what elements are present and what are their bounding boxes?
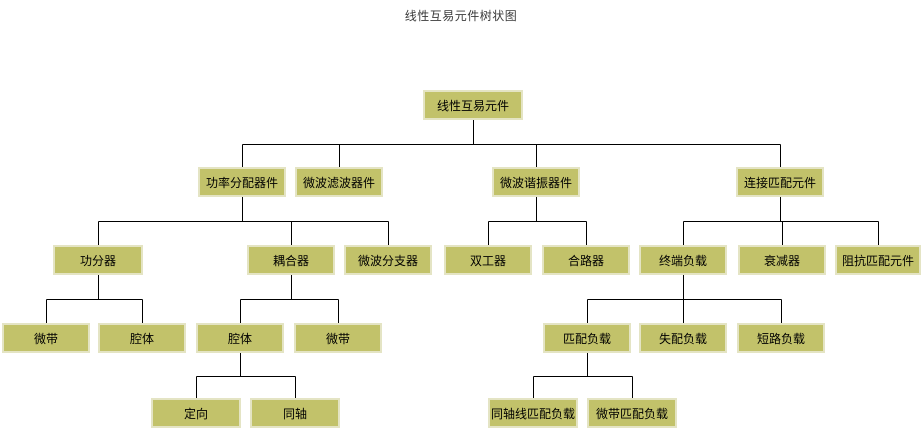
tree-node-coupler: 耦合器 [247, 245, 335, 275]
tree-node-cavity-2: 腔体 [196, 323, 284, 353]
tree-node-power-div: 功率分配器件 [198, 167, 286, 197]
tree-node-branch: 微波分支器 [344, 245, 432, 275]
tree-node-impedance: 阻抗匹配元件 [835, 245, 921, 275]
tree-node-microstrip-2: 微带 [294, 323, 382, 353]
tree-node-matched-load: 匹配负载 [543, 323, 631, 353]
tree-node-coaxial: 同轴 [250, 398, 340, 428]
tree-node-short-load: 短路负载 [737, 323, 825, 353]
tree-node-coax-matched: 同轴线匹配负载 [488, 398, 578, 428]
tree-node-microstrip-1: 微带 [2, 323, 90, 353]
tree-node-divider: 功分器 [53, 245, 143, 275]
tree-node-filter: 微波滤波器件 [295, 167, 383, 197]
tree-node-term-load: 终端负载 [639, 245, 727, 275]
tree-node-combiner: 合路器 [542, 245, 630, 275]
tree-node-connect-match: 连接匹配元件 [736, 167, 824, 197]
tree-node-resonator: 微波谐振器件 [492, 167, 580, 197]
tree-node-strip-matched: 微带匹配负载 [587, 398, 677, 428]
tree-node-root: 线性互易元件 [423, 90, 523, 120]
tree-node-attenuator: 衰减器 [738, 245, 826, 275]
diagram-title: 线性互易元件树状图 [404, 9, 518, 23]
tree-node-directional: 定向 [151, 398, 241, 428]
tree-node-cavity-1: 腔体 [98, 323, 186, 353]
tree-node-mismatch-load: 失配负载 [639, 323, 727, 353]
tree-node-duplexer: 双工器 [444, 245, 532, 275]
